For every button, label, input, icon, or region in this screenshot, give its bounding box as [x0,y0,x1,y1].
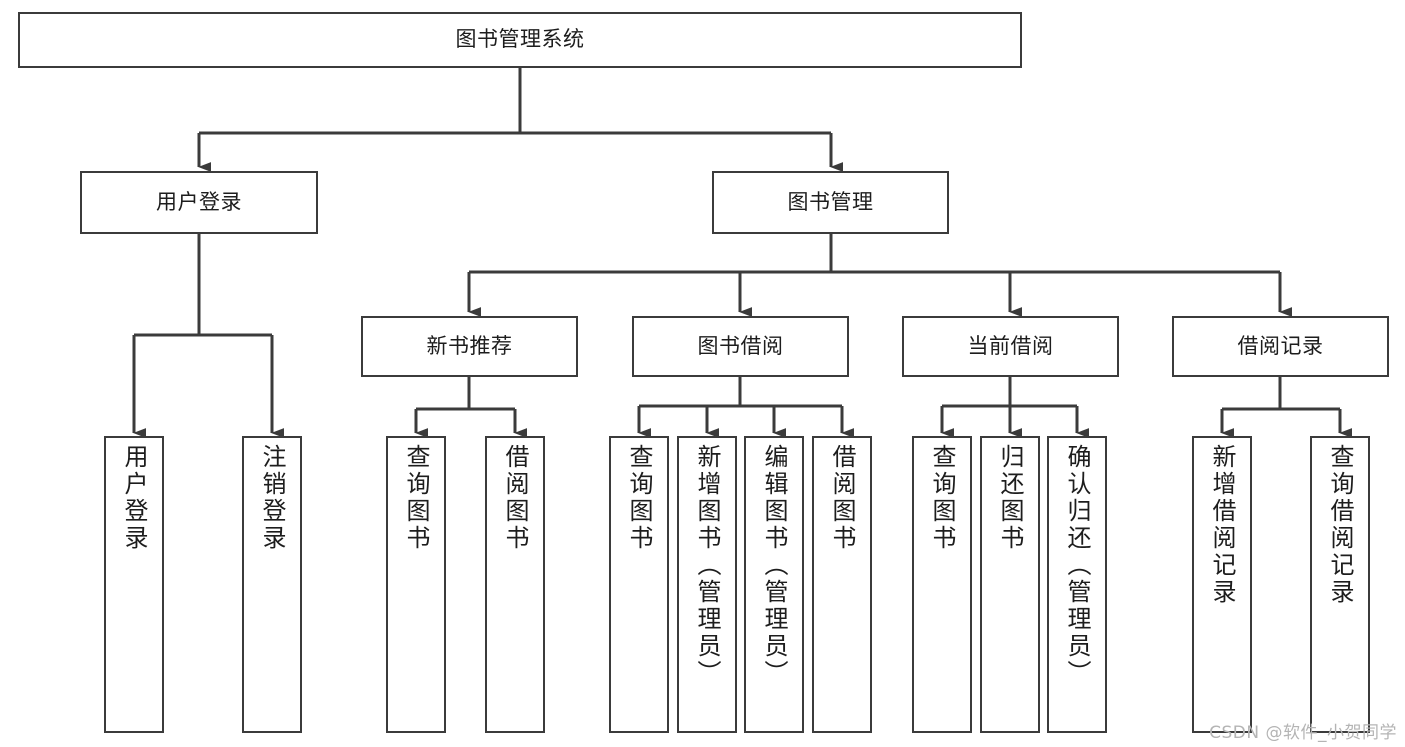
node-label: 用户登录 [156,189,242,214]
leaf-new-book-borrow-books[interactable]: 借阅图书 [485,436,545,733]
leaf-borrow-record-add-record[interactable]: 新增借阅记录 [1192,436,1252,733]
node-label: 归还图书 [996,444,1024,552]
node-root-book-management-system[interactable]: 图书管理系统 [18,12,1022,68]
node-label: 查询图书 [625,444,653,552]
node-label: 查询借阅记录 [1326,444,1354,606]
leaf-current-borrow-query-books[interactable]: 查询图书 [912,436,972,733]
leaf-book-borrow-edit-book-admin[interactable]: 编辑图书（管理员） [744,436,804,733]
leaf-user-login-logout[interactable]: 注销登录 [242,436,302,733]
node-label: 编辑图书（管理员） [760,444,788,687]
node-label: 用户登录 [120,444,148,552]
node-user-login[interactable]: 用户登录 [80,171,318,234]
node-label: 图书管理 [787,189,874,214]
leaf-book-borrow-add-book-admin[interactable]: 新增图书（管理员） [677,436,737,733]
leaf-new-book-query-books[interactable]: 查询图书 [386,436,446,733]
leaf-current-borrow-return-books[interactable]: 归还图书 [980,436,1040,733]
node-book-borrowing[interactable]: 图书借阅 [632,316,849,377]
leaf-book-borrow-borrow-books[interactable]: 借阅图书 [812,436,872,733]
node-label: 确认归还（管理员） [1063,444,1091,687]
node-label: 新书推荐 [426,333,513,358]
node-borrowing-records[interactable]: 借阅记录 [1172,316,1389,377]
node-label: 当前借阅 [967,333,1054,358]
node-book-management[interactable]: 图书管理 [712,171,949,234]
node-label: 注销登录 [258,444,286,552]
node-label: 查询图书 [402,444,430,552]
node-label: 新增借阅记录 [1208,444,1236,606]
node-label: 新增图书（管理员） [693,444,721,687]
node-current-borrowing[interactable]: 当前借阅 [902,316,1119,377]
leaf-user-login-login[interactable]: 用户登录 [104,436,164,733]
leaf-book-borrow-query-books[interactable]: 查询图书 [609,436,669,733]
node-label: 图书借阅 [697,333,784,358]
node-new-book-recommendation[interactable]: 新书推荐 [361,316,578,377]
csdn-watermark: CSDN @软件_小贺同学 [1209,723,1397,743]
leaf-borrow-record-query-record[interactable]: 查询借阅记录 [1310,436,1370,733]
node-label: 借阅图书 [828,444,856,552]
node-label: 借阅记录 [1237,333,1324,358]
node-label: 借阅图书 [501,444,529,552]
node-label: 查询图书 [928,444,956,552]
node-label: 图书管理系统 [455,27,585,52]
leaf-current-borrow-confirm-return-admin[interactable]: 确认归还（管理员） [1047,436,1107,733]
